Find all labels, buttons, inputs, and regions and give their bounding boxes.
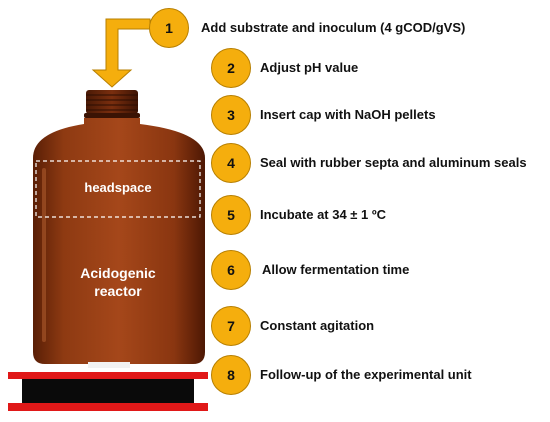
step-1-text: Add substrate and inoculum (4 gCOD/gVS) [201, 20, 466, 35]
step-3-circle: 3 [211, 95, 251, 135]
step-6-text: Allow fermentation time [262, 262, 410, 277]
step-3-text: Insert cap with NaOH pellets [260, 107, 436, 122]
step-5-text: Incubate at 34 ± 1 ºC [260, 207, 387, 222]
headspace-label: headspace [84, 180, 152, 195]
bottle-base-patch [88, 362, 130, 368]
step-2-circle: 2 [211, 48, 251, 88]
step-8-circle: 8 [211, 355, 251, 395]
reactor-label-line2: reactor [94, 283, 142, 299]
step-7-text: Constant agitation [260, 318, 375, 333]
shaker-platform [8, 372, 208, 411]
step-4-text: Seal with rubber septa and aluminum seal… [260, 155, 527, 170]
step-7-circle: 7 [211, 306, 251, 346]
feed-arrow [91, 18, 151, 88]
step-6-circle: 6 [211, 250, 251, 290]
bottle-body [33, 118, 205, 364]
step-2-text: Adjust pH value [260, 60, 359, 75]
step-4-circle: 4 [211, 143, 251, 183]
step-5-circle: 5 [211, 195, 251, 235]
step-1-circle: 1 [149, 8, 189, 48]
step-8-text: Follow-up of the experimental unit [260, 367, 472, 382]
bottle-neck [84, 90, 140, 118]
headspace-box [35, 160, 201, 218]
reactor-label-line1: Acidogenic [80, 265, 156, 281]
